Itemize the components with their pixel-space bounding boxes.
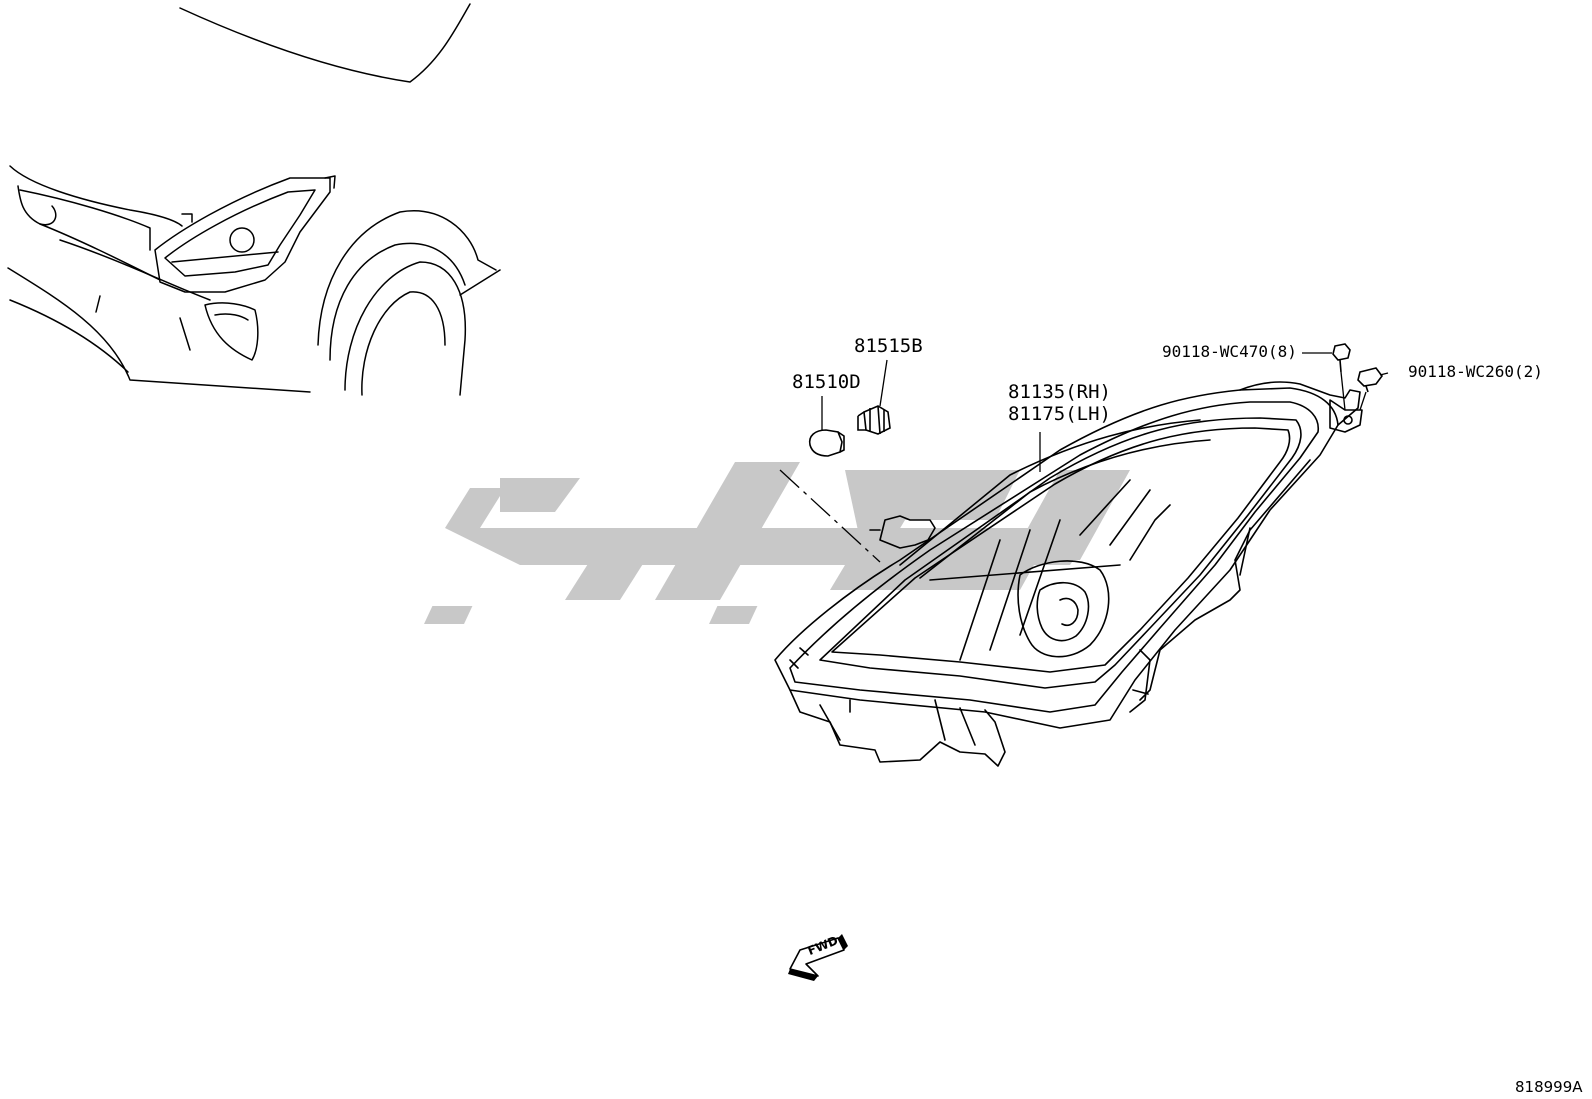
clip-90118-WC260: [1357, 367, 1383, 393]
bulb-81510D: [808, 429, 845, 457]
label-81175-lh: 81175(LH): [1008, 403, 1111, 425]
car-front-context: [7, 3, 501, 396]
label-90118-WC470: 90118-WC470(8): [1162, 342, 1297, 361]
label-81135-rh: 81135(RH): [1008, 381, 1111, 403]
leader-lines: [779, 352, 1389, 563]
diagram-id: 818999A: [1515, 1078, 1583, 1096]
label-81515B: 81515B: [854, 335, 923, 357]
watermark-logo: [424, 462, 1130, 624]
fwd-arrow-icon: [788, 934, 848, 981]
screw-90118-WC470: [1332, 343, 1351, 373]
label-90118-WC260: 90118-WC260(2): [1408, 362, 1543, 381]
headlamp-assembly: [774, 381, 1363, 767]
label-81510D: 81510D: [792, 371, 861, 393]
socket-81515B: [857, 405, 891, 435]
